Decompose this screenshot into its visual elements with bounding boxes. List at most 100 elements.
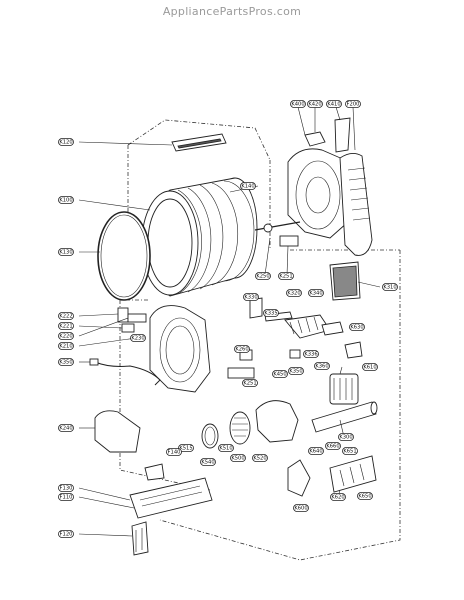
callout-k300: K300 — [338, 433, 354, 441]
callout-k251-mid: K251 — [242, 379, 258, 387]
callout-k650: K650 — [357, 492, 373, 500]
callout-k610: K610 — [362, 363, 378, 371]
callout-label-text: K620 — [331, 494, 344, 500]
callout-label-text: K630 — [350, 324, 363, 330]
callout-label-text: K251 — [243, 380, 256, 386]
callout-label-text: K450 — [273, 371, 286, 377]
callout-label-text: K260 — [235, 346, 248, 352]
blower-housing-part — [229, 400, 299, 445]
callout-label-text: K336 — [304, 351, 317, 357]
callout-label-text: K250 — [256, 273, 269, 279]
callout-k540: K540 — [200, 458, 216, 466]
callout-k450: K450 — [272, 370, 288, 378]
callout-k420: K420 — [307, 100, 323, 108]
sensor-wire-part — [94, 361, 161, 386]
base-tray-part — [129, 463, 213, 519]
callout-label-text: K222 — [59, 313, 72, 319]
callout-label-text: K610 — [363, 364, 376, 370]
drum-shaft-part — [254, 221, 301, 247]
callout-label-text: K510 — [219, 445, 232, 451]
callout-label-text: K210 — [59, 343, 72, 349]
callout-label-text: K221 — [59, 323, 72, 329]
callout-k240: K240 — [58, 424, 74, 432]
callout-k222: K222 — [58, 312, 74, 320]
callout-k330: K330 — [243, 293, 259, 301]
lint-filter-part — [329, 261, 361, 301]
callout-k130: K130 — [58, 248, 74, 256]
callout-label-text: K400 — [291, 101, 304, 107]
callout-f130: F130 — [58, 484, 74, 492]
sensor-connector-part — [89, 358, 99, 366]
callout-k221: K221 — [58, 322, 74, 330]
callout-label-text: K520 — [253, 455, 266, 461]
callout-k350: K350 — [58, 358, 74, 366]
callout-label-text: K340 — [309, 290, 322, 296]
callout-k630: K630 — [349, 323, 365, 331]
callout-k350b: K350 — [288, 367, 304, 375]
callout-label-text: F140 — [168, 449, 181, 455]
callout-k220: K220 — [58, 332, 74, 340]
callout-k336: K336 — [303, 350, 319, 358]
callout-k335: K335 — [263, 309, 279, 317]
callout-k210: K210 — [58, 342, 74, 350]
callout-label-text: K540 — [201, 459, 214, 465]
callout-k120: K120 — [58, 138, 74, 146]
callout-label-text: K500 — [231, 455, 244, 461]
callout-k340: K340 — [308, 289, 324, 297]
callout-f110: F110 — [58, 493, 74, 501]
door-gasket-part — [97, 211, 151, 301]
callout-f120: F120 — [58, 530, 74, 538]
callout-label-text: K420 — [308, 101, 321, 107]
callout-k520: K520 — [252, 454, 268, 462]
heater-duct-part — [249, 297, 344, 339]
callout-label-text: K660 — [326, 443, 339, 449]
callout-f200: F200 — [345, 100, 361, 108]
callout-label-text: K515 — [179, 445, 192, 451]
callout-k250: K250 — [255, 272, 271, 280]
callout-k140: K140 — [240, 182, 256, 190]
callout-k400: K400 — [290, 100, 306, 108]
callout-label-text: K320 — [287, 290, 300, 296]
callout-k360: K360 — [314, 362, 330, 370]
drum-lifter-part — [171, 133, 227, 152]
callout-label-text: K100 — [59, 197, 72, 203]
leader-lines — [78, 106, 381, 537]
callout-label-text: K310 — [383, 284, 396, 290]
callout-f140: F140 — [166, 448, 182, 456]
watermark: AppliancePartsPros.com — [162, 5, 302, 18]
callout-label-text: K600 — [294, 505, 307, 511]
callout-label-text: K350 — [289, 368, 302, 374]
callout-label-text: K640 — [309, 448, 322, 454]
callout-label-text: K220 — [59, 333, 72, 339]
callout-k510: K510 — [218, 444, 234, 452]
callout-k100: K100 — [58, 196, 74, 204]
callout-label-text: K330 — [244, 294, 257, 300]
callout-k515: K515 — [178, 444, 194, 452]
callout-k320: K320 — [286, 289, 302, 297]
toe-kick-part — [94, 410, 141, 453]
callout-label-text: K650 — [358, 493, 371, 499]
callout-k251-top: K251 — [278, 272, 294, 280]
rear-bulkhead-part — [287, 117, 351, 239]
callout-label-text: K410 — [327, 101, 340, 107]
callout-k651: K651 — [342, 447, 358, 455]
callout-k620: K620 — [330, 493, 346, 501]
callout-label-text: F200 — [347, 101, 360, 107]
callout-label-text: F130 — [60, 485, 73, 491]
callout-label-text: K140 — [241, 183, 254, 189]
lint-filter-housing-part — [339, 153, 373, 256]
callout-k600: K600 — [293, 504, 309, 512]
callout-k410: K410 — [326, 100, 342, 108]
callout-k640: K640 — [308, 447, 324, 455]
callout-label-text: K360 — [315, 363, 328, 369]
callout-label-text: F120 — [60, 531, 73, 537]
callout-label-text: K240 — [59, 425, 72, 431]
callout-k230: K230 — [130, 334, 146, 342]
motor-mount-part — [287, 455, 377, 497]
callout-label-text: K300 — [339, 434, 352, 440]
callout-label-text: K230 — [131, 335, 144, 341]
callout-label-text: K120 — [59, 139, 72, 145]
blower-seal-part — [201, 423, 219, 449]
